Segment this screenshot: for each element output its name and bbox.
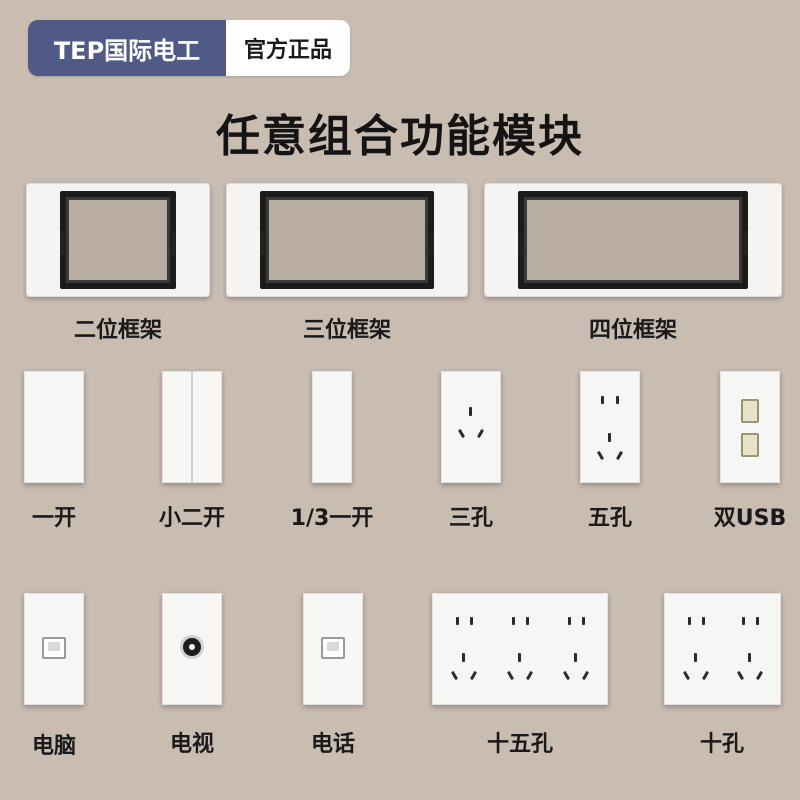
socket-slot xyxy=(456,617,459,625)
socket-slot xyxy=(582,617,585,625)
frame-4-label: 四位框架 xyxy=(588,318,677,343)
authentic-tag: 官方正品 xyxy=(226,20,350,76)
frame-3-label: 三位框架 xyxy=(302,318,391,343)
socket-slot xyxy=(476,428,485,439)
module-phone-port-label: 电话 xyxy=(310,732,355,757)
frame-window xyxy=(60,191,176,289)
socket-slot xyxy=(755,670,764,681)
frame-window xyxy=(518,191,748,289)
tv-coax-icon xyxy=(180,635,204,659)
frame-clip-left xyxy=(518,230,523,255)
socket-slot xyxy=(512,617,515,625)
socket-slot xyxy=(562,670,571,681)
module-computer-port xyxy=(24,593,84,705)
frame-clip-right xyxy=(429,230,434,255)
frame-clip-left xyxy=(60,230,65,255)
module-computer-port-label: 电脑 xyxy=(31,734,76,759)
frame-window xyxy=(260,191,434,289)
frame-3-position xyxy=(226,183,468,297)
socket-slot xyxy=(694,653,697,662)
module-third-switch xyxy=(312,371,352,483)
frame-clip-left xyxy=(260,230,265,255)
module-single-switch-label: 一开 xyxy=(31,506,76,531)
socket-slot xyxy=(701,670,710,681)
module-fifteen-hole-socket xyxy=(432,593,608,705)
socket-slot xyxy=(457,428,466,439)
module-three-hole-socket xyxy=(441,371,501,483)
module-small-double-switch-label: 小二开 xyxy=(158,506,225,531)
module-third-switch-label: 1/3一开 xyxy=(290,506,374,531)
socket-slot xyxy=(581,670,590,681)
socket-slot xyxy=(574,653,577,662)
module-three-hole-socket-label: 三孔 xyxy=(448,506,493,531)
module-ten-hole-socket xyxy=(664,593,781,705)
module-five-hole-socket xyxy=(580,371,640,483)
socket-slot xyxy=(736,670,745,681)
phone-port-icon xyxy=(321,637,345,659)
module-ten-hole-socket-label: 十孔 xyxy=(699,732,744,757)
socket-slot xyxy=(568,617,571,625)
frame-clip-right xyxy=(171,230,176,255)
socket-slot xyxy=(518,653,521,662)
socket-slot xyxy=(462,653,465,662)
socket-slot xyxy=(470,617,473,625)
socket-slot xyxy=(748,653,751,662)
frame-2-position xyxy=(26,183,210,297)
socket-slot xyxy=(616,396,619,404)
ethernet-port-icon xyxy=(42,637,66,659)
socket-slot xyxy=(608,433,611,442)
socket-slot xyxy=(526,617,529,625)
socket-slot xyxy=(702,617,705,625)
frame-4-position xyxy=(484,183,782,297)
socket-slot xyxy=(506,670,515,681)
socket-slot xyxy=(615,450,624,461)
socket-slot xyxy=(469,670,478,681)
brand-name: TEP国际电工 xyxy=(28,20,226,76)
socket-slot xyxy=(601,396,604,404)
page-title: 任意组合功能模块 xyxy=(216,111,584,162)
brand-badge: TEP国际电工 官方正品 xyxy=(28,20,350,76)
module-tv-port xyxy=(162,593,222,705)
module-dual-usb xyxy=(720,371,780,483)
module-tv-port-label: 电视 xyxy=(169,732,214,757)
module-dual-usb-label: 双USB xyxy=(713,506,787,531)
module-phone-port xyxy=(303,593,363,705)
switch-divider xyxy=(191,371,193,483)
socket-slot xyxy=(756,617,759,625)
usb-port-icon xyxy=(741,433,759,457)
module-five-hole-socket-label: 五孔 xyxy=(587,506,632,531)
socket-slot xyxy=(596,450,605,461)
socket-slot xyxy=(525,670,534,681)
frame-clip-right xyxy=(743,230,748,255)
module-small-double-switch xyxy=(162,371,222,483)
frame-2-label: 二位框架 xyxy=(73,318,162,343)
socket-slot xyxy=(742,617,745,625)
usb-port-icon xyxy=(741,399,759,423)
module-single-switch xyxy=(24,371,84,483)
module-fifteen-hole-socket-label: 十五孔 xyxy=(486,732,553,757)
socket-slot xyxy=(688,617,691,625)
socket-slot xyxy=(682,670,691,681)
socket-slot xyxy=(469,407,472,416)
socket-slot xyxy=(450,670,459,681)
